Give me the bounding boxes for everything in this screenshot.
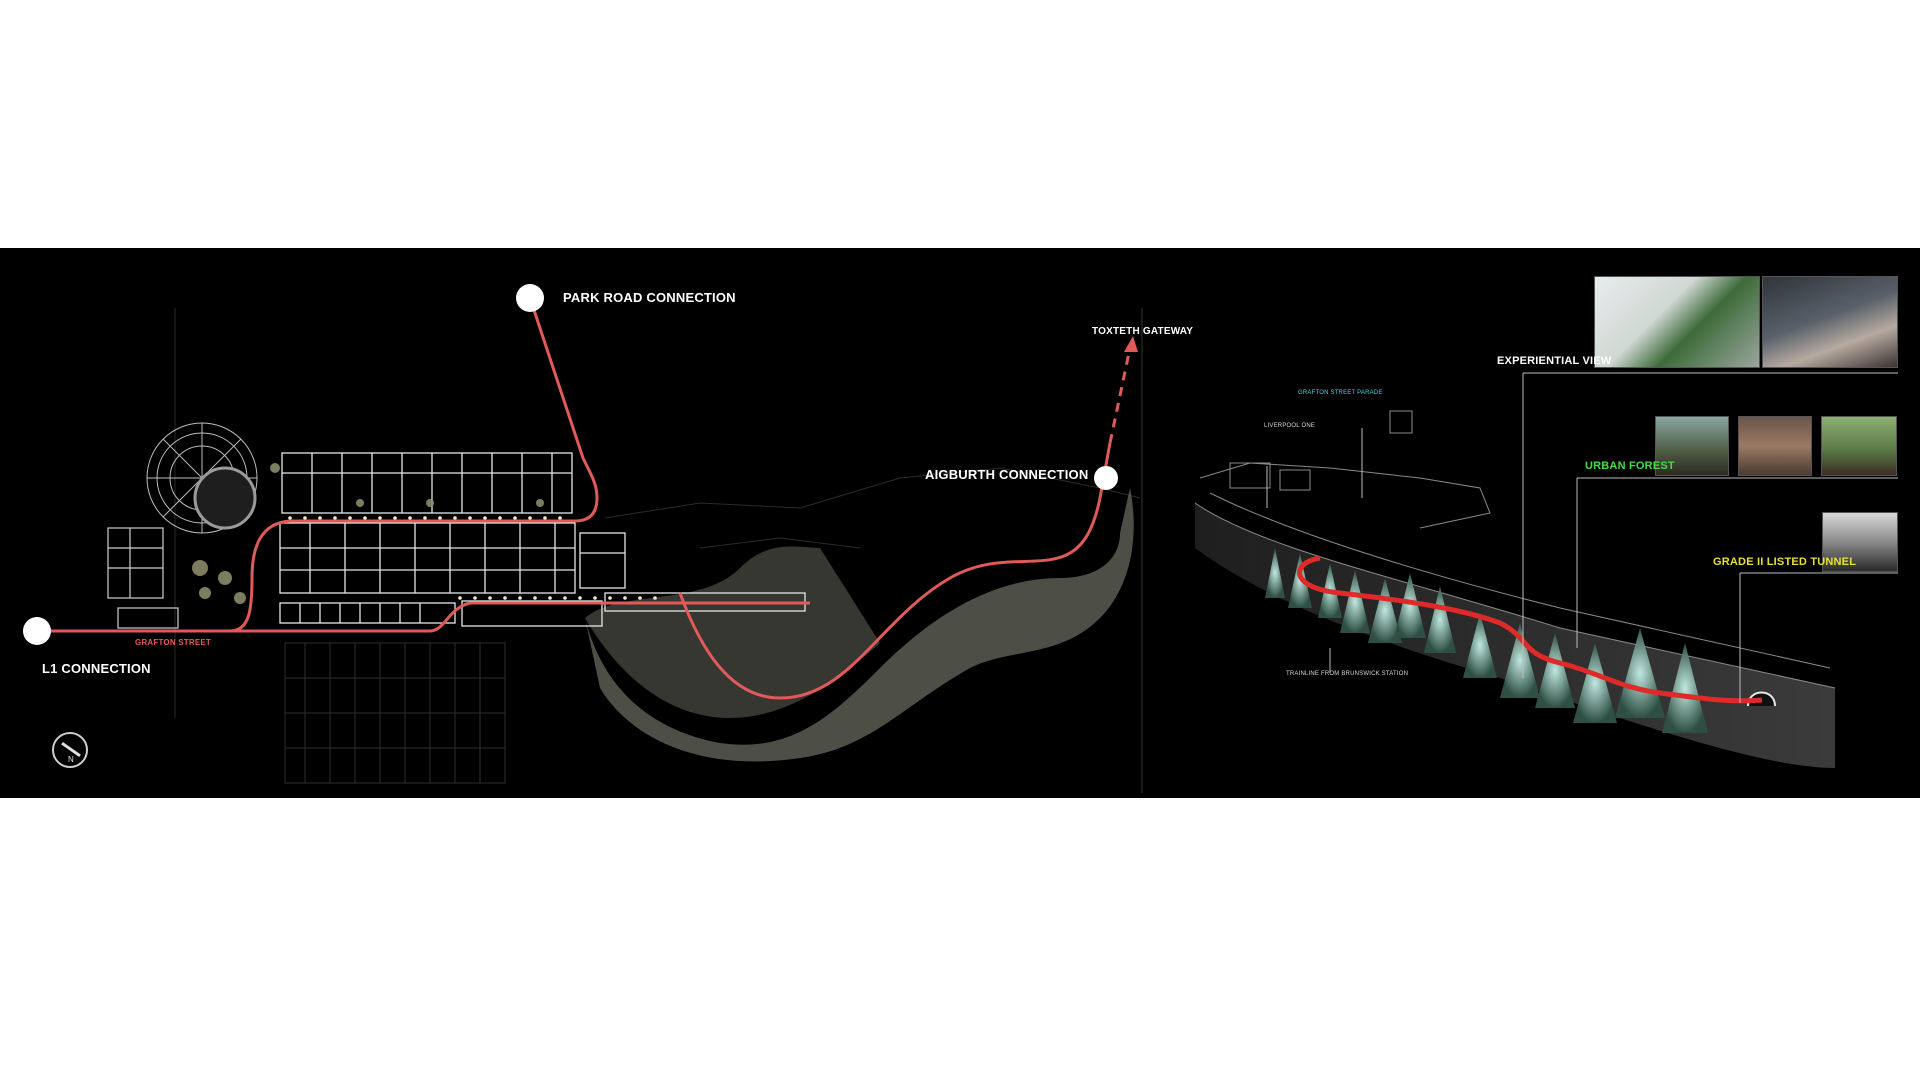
photo-horse-riding [1821,416,1897,476]
light-dots [288,516,657,600]
node-aigburth [1094,466,1118,490]
photo-climbing-wall [1738,416,1812,476]
route-path [37,297,1112,700]
plan-trees [192,463,544,604]
perspective-trees [1265,548,1708,733]
terrain-ground [585,488,1134,762]
label-trainline: TRAINLINE FROM BRUNSWICK STATION [1286,671,1409,677]
masterplan-board: PARK ROAD CONNECTION TOXTETH GATEWAY AIG… [0,248,1920,798]
label-aigburth-connection: AIGBURTH CONNECTION [925,467,1089,482]
leader-lines [1266,372,1898,703]
photo-historic-tunnel [1822,512,1898,572]
node-park-road [516,284,544,312]
label-toxteth-gateway: TOXTETH GATEWAY [1092,326,1194,337]
node-l1 [23,617,51,645]
perspective-lines [1194,410,1836,689]
left-buildings [107,527,179,629]
photo-forest-walkway [1655,416,1729,476]
label-grade-ii-listed-tunnel: GRADE II LISTED TUNNEL [1713,556,1857,568]
route-extension [1108,347,1132,444]
north-arrow-icon: N [52,732,88,768]
compass-north-label: N [68,755,74,764]
label-grafton-street: GRAFTON STREET [135,638,211,647]
photo-cycle-path-city [1762,276,1898,368]
label-grafton-street-parade: GRAFTON STREET PARADE [1298,390,1383,396]
faded-blocks [284,642,506,784]
photo-cycle-path-forest [1594,276,1760,368]
label-liverpool-one: LIVERPOOL ONE [1264,423,1316,429]
masterplan-drawing [23,284,1898,793]
label-l1-connection: L1 CONNECTION [42,661,151,676]
label-experiential-view: EXPERIENTIAL VIEW [1497,355,1612,367]
label-urban-forest: URBAN FOREST [1585,460,1675,472]
label-park-road-connection: PARK ROAD CONNECTION [563,290,736,305]
route-arrowhead [1124,336,1138,352]
